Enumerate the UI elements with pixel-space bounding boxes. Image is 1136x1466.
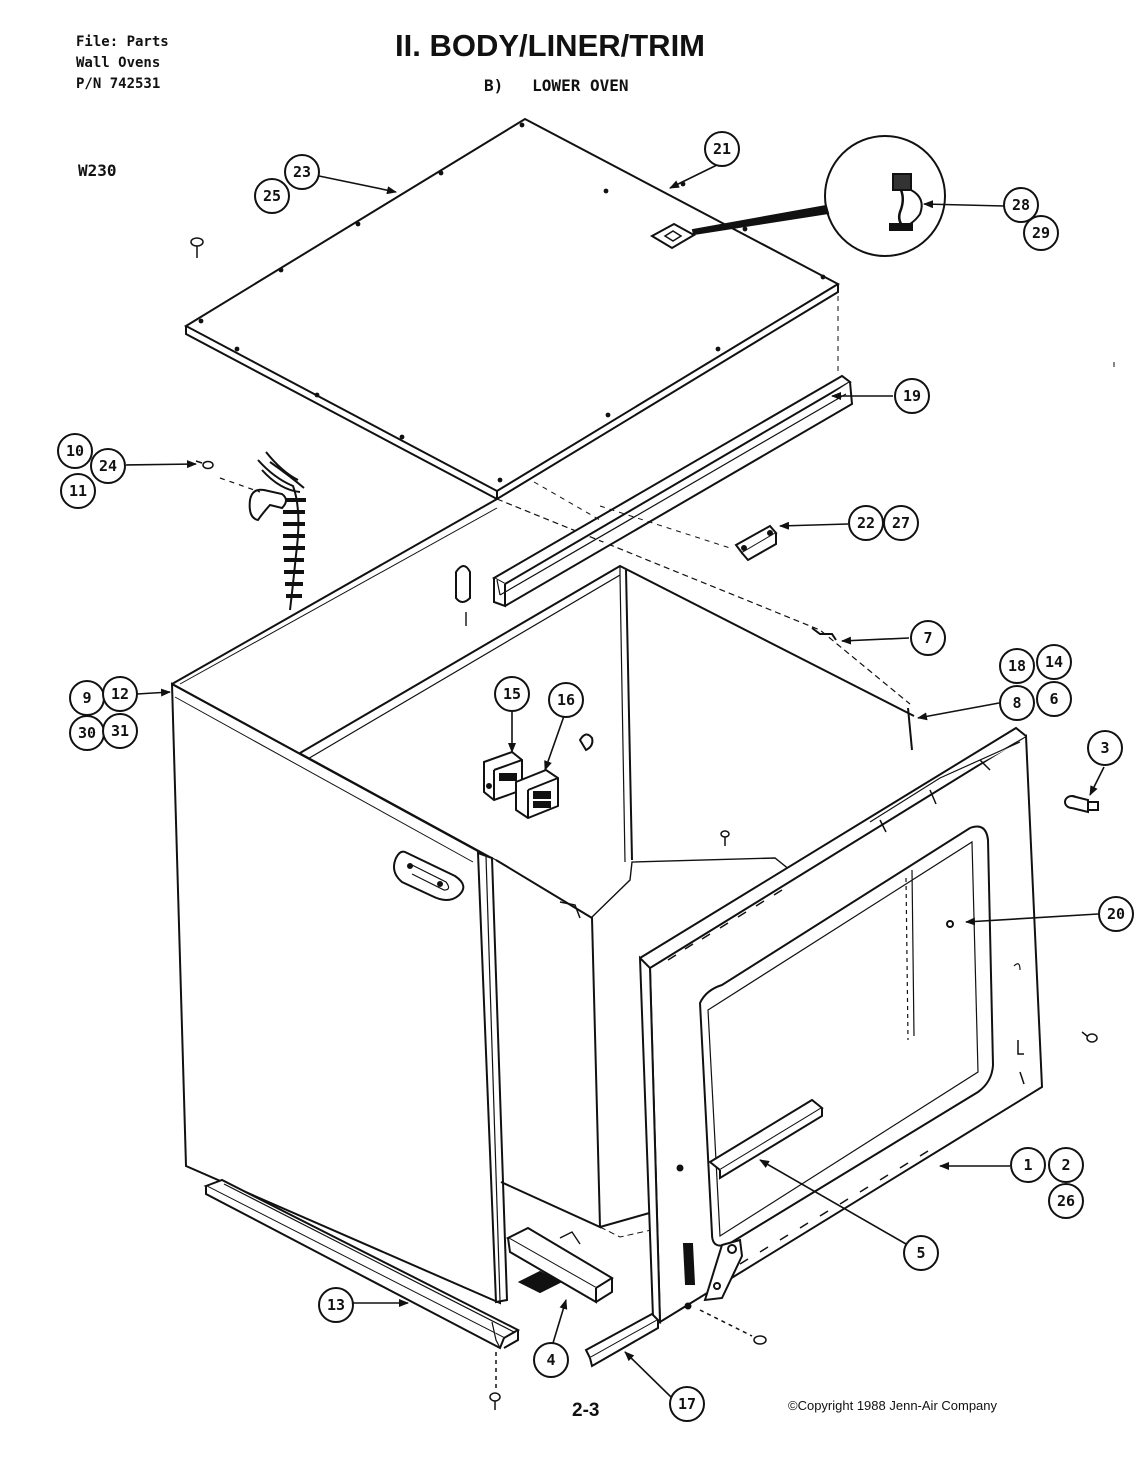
floor-channel-4 — [505, 1226, 614, 1304]
svg-text:12: 12 — [111, 685, 129, 703]
model-label: W230 — [78, 161, 117, 180]
callout-4: 4 — [533, 1342, 569, 1378]
svg-text:24: 24 — [99, 457, 117, 475]
sensor-clip — [578, 733, 594, 752]
svg-text:2: 2 — [1061, 1156, 1070, 1174]
svg-text:27: 27 — [892, 514, 910, 532]
svg-text:26: 26 — [1057, 1192, 1075, 1210]
front-frame — [638, 726, 1044, 1324]
leader-lines — [125, 163, 1105, 1398]
svg-text:3: 3 — [1100, 739, 1109, 757]
callout-29: 29 — [1023, 215, 1059, 251]
svg-text:22: 22 — [857, 514, 875, 532]
callout-30: 30 — [69, 715, 105, 751]
svg-text:19: 19 — [903, 387, 921, 405]
svg-text:15: 15 — [503, 685, 521, 703]
svg-text:28: 28 — [1012, 196, 1030, 214]
page-number: 2-3 — [572, 1400, 600, 1421]
callout-7: 7 — [910, 620, 946, 656]
top-screw — [190, 237, 204, 258]
svg-text:9: 9 — [82, 689, 91, 707]
svg-text:18: 18 — [1008, 657, 1026, 675]
svg-text:10: 10 — [66, 442, 84, 460]
callout-25: 25 — [254, 178, 290, 214]
top-rear-rail — [491, 374, 854, 608]
page-title: II. BODY/LINER/TRIM — [395, 28, 705, 63]
svg-text:20: 20 — [1107, 905, 1125, 923]
svg-text:31: 31 — [111, 722, 129, 740]
callout-3: 3 — [1087, 730, 1123, 766]
callout-18: 18 — [999, 648, 1035, 684]
side-screw — [1081, 1031, 1098, 1043]
sensor-detail-view — [691, 135, 946, 257]
bottom-rail-5 — [708, 1098, 824, 1180]
bottom-channel-13 — [203, 1178, 521, 1350]
callout-6: 6 — [1036, 681, 1072, 717]
svg-text:11: 11 — [69, 482, 87, 500]
svg-text:25: 25 — [263, 187, 281, 205]
callout-12: 12 — [102, 676, 138, 712]
svg-text:4: 4 — [546, 1351, 555, 1369]
rear-screw — [195, 460, 214, 470]
callout-1: 1 — [1010, 1147, 1046, 1183]
svg-text:8: 8 — [1012, 694, 1021, 712]
bottom-screw — [489, 1352, 501, 1410]
callout-26: 26 — [1048, 1183, 1084, 1219]
kick-strip-17 — [584, 1312, 660, 1368]
callout-15: 15 — [494, 676, 530, 712]
file-label: File: Parts — [76, 34, 169, 50]
callout-5: 5 — [903, 1235, 939, 1271]
part-number-label: P/N 742531 — [76, 76, 161, 92]
svg-text:13: 13 — [327, 1296, 345, 1314]
callout-14: 14 — [1036, 644, 1072, 680]
svg-text:16: 16 — [557, 691, 575, 709]
callout-31: 31 — [102, 713, 138, 749]
wire-harness — [219, 451, 306, 611]
callout-23: 23 — [284, 154, 320, 190]
svg-text:29: 29 — [1032, 224, 1050, 242]
callout-21: 21 — [704, 131, 740, 167]
callout-8: 8 — [999, 685, 1035, 721]
callout-10: 10 — [57, 433, 93, 469]
svg-text:6: 6 — [1049, 690, 1058, 708]
callout-13: 13 — [318, 1287, 354, 1323]
callout-27: 27 — [883, 505, 919, 541]
frame-depth-lines — [905, 869, 915, 1041]
callout-22: 22 — [848, 505, 884, 541]
callout-2: 2 — [1048, 1147, 1084, 1183]
page-subtitle: B) LOWER OVEN — [484, 76, 629, 95]
svg-text:7: 7 — [923, 629, 932, 647]
callout-24: 24 — [90, 448, 126, 484]
callouts: 23 25 21 28 29 19 10 24 11 22 27 7 18 14… — [57, 131, 1134, 1422]
callout-11: 11 — [60, 473, 96, 509]
svg-text:23: 23 — [293, 163, 311, 181]
svg-text:1: 1 — [1023, 1156, 1032, 1174]
callout-17: 17 — [669, 1386, 705, 1422]
svg-text:5: 5 — [916, 1244, 925, 1262]
connector-3 — [1064, 795, 1099, 814]
liner-screw — [720, 830, 730, 846]
callout-16: 16 — [548, 682, 584, 718]
clip — [811, 627, 837, 641]
callout-9: 9 — [69, 680, 105, 716]
front-screw — [699, 1309, 767, 1345]
callout-28: 28 — [1003, 187, 1039, 223]
assembly-guides — [533, 296, 1115, 549]
svg-text:30: 30 — [78, 724, 96, 742]
copyright-notice: ©Copyright 1988 Jenn-Air Company — [788, 1398, 998, 1413]
mounting-bracket — [734, 524, 778, 562]
cabinet-body — [170, 498, 915, 1305]
category-label: Wall Ovens — [76, 55, 161, 71]
svg-text:17: 17 — [678, 1395, 696, 1413]
callout-20: 20 — [1098, 896, 1134, 932]
svg-text:14: 14 — [1045, 653, 1063, 671]
svg-text:21: 21 — [713, 140, 731, 158]
callout-19: 19 — [894, 378, 930, 414]
